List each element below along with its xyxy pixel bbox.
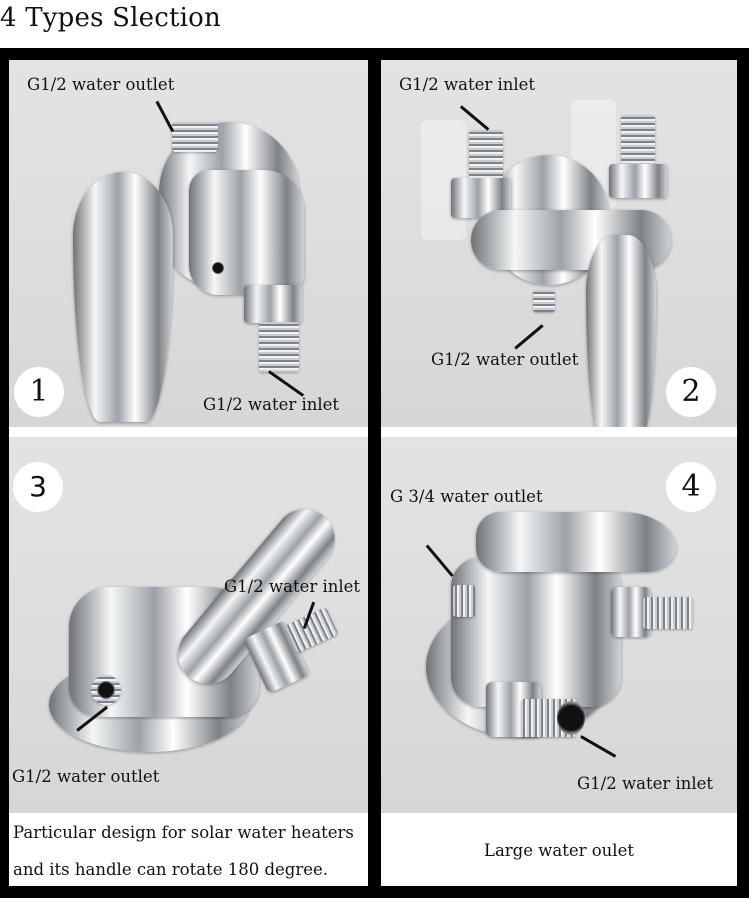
caption-type-4: Large water oulet — [381, 813, 737, 886]
type-number-badge: 2 — [666, 367, 716, 417]
caption-line: and its handle can rotate 180 degree. — [13, 860, 328, 879]
label-water-outlet: G1/2 water outlet — [12, 767, 160, 786]
panel-type-1: G1/2 water outlet G1/2 water inlet 1 — [9, 60, 368, 427]
label-water-inlet: G1/2 water inlet — [577, 774, 714, 793]
label-water-inlet: G1/2 water inlet — [224, 577, 361, 596]
leader-line — [426, 544, 454, 577]
leader-line — [155, 100, 175, 132]
label-water-outlet: G1/2 water outlet — [27, 75, 175, 94]
leader-line — [580, 735, 617, 758]
panel-type-4: G 3/4 water outlet G1/2 water inlet 4 — [381, 437, 737, 813]
leader-line — [514, 324, 544, 350]
label-water-outlet: G 3/4 water outlet — [390, 487, 543, 506]
type-number-badge: 1 — [14, 367, 64, 417]
caption-line: Large water oulet — [484, 841, 634, 860]
label-water-outlet: G1/2 water outlet — [431, 350, 579, 369]
panel-type-3: G1/2 water inlet G1/2 water outlet 3 — [9, 437, 368, 813]
row-separator — [9, 427, 368, 437]
caption-type-3: Particular design for solar water heater… — [9, 813, 368, 886]
leader-line — [268, 370, 305, 397]
label-water-inlet: G1/2 water inlet — [399, 75, 536, 94]
type-number-badge: 4 — [666, 462, 716, 512]
row-separator — [381, 427, 737, 437]
caption-line: Particular design for solar water heater… — [13, 823, 354, 842]
label-water-inlet: G1/2 water inlet — [203, 395, 340, 414]
product-grid-frame: G1/2 water outlet G1/2 water inlet 1 G1/… — [0, 48, 749, 898]
type-number-badge: 3 — [13, 462, 63, 512]
page-title: 4 Types Slection — [0, 3, 221, 33]
panel-type-2: G1/2 water inlet G1/2 water outlet 2 — [381, 60, 737, 427]
